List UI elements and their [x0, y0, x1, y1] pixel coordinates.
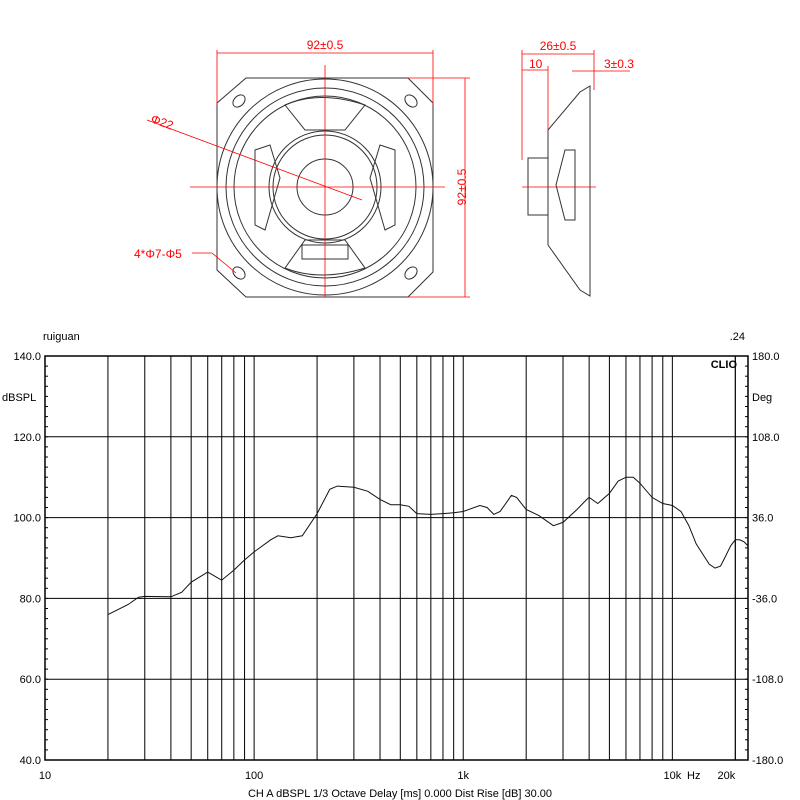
- frequency-response-chart: ruiguan .24 dBSPL Deg CLIO Hz CH A dBSPL…: [2, 331, 783, 800]
- y-tick-label: 60.0: [20, 674, 41, 686]
- x-tick-label: 10k: [663, 770, 681, 782]
- y-axis-label: dBSPL: [2, 392, 36, 404]
- y-tick-label-right: 36.0: [752, 513, 773, 525]
- spl-curve: [107, 476, 749, 616]
- mount-holes-dim: 4*Φ7-Φ5: [134, 247, 182, 261]
- y-tick-label-right: 108.0: [752, 432, 780, 444]
- y-axis-label-right: Deg: [752, 392, 772, 404]
- dimension-lines: [146, 50, 630, 298]
- depth-dim: 26±0.5: [540, 39, 577, 53]
- y-tick-label: 40.0: [20, 755, 41, 767]
- y-tick-label-right: 180.0: [752, 351, 780, 363]
- y-tick-label-right: -108.0: [752, 674, 783, 686]
- plot-frame: [44, 355, 749, 761]
- y-tick-label: 100.0: [13, 513, 41, 525]
- x-tick-label: 1k: [457, 770, 469, 782]
- side-view: [527, 85, 591, 297]
- x-unit-label: Hz: [687, 770, 700, 782]
- chart-footer: CH A dBSPL 1/3 Octave Delay [ms] 0.000 D…: [248, 788, 552, 800]
- front-height-dim: 92±0.5: [455, 168, 469, 205]
- speaker-technical-drawing: 92±0.5 92±0.5 Φ22 4*Φ7-Φ5 26±0.5 10 3±0.…: [134, 38, 634, 298]
- center-hole-dim: Φ22: [149, 112, 176, 133]
- x-tick-label: 10: [39, 770, 51, 782]
- chart-title-right: .24: [730, 331, 745, 343]
- front-width-dim: 92±0.5: [307, 38, 344, 52]
- y-tick-label: 140.0: [13, 351, 41, 363]
- clio-brand: CLIO: [711, 359, 738, 371]
- y-tick-label-right: -180.0: [752, 755, 783, 767]
- chart-title-left: ruiguan: [43, 331, 80, 343]
- magnet-depth-dim: 10: [529, 57, 543, 71]
- flange-dim: 3±0.3: [604, 57, 634, 71]
- y-tick-label: 120.0: [13, 432, 41, 444]
- x-tick-label: 20k: [718, 770, 736, 782]
- x-tick-label: 100: [245, 770, 263, 782]
- y-tick-label-right: -36.0: [752, 593, 777, 605]
- y-tick-label: 80.0: [20, 593, 41, 605]
